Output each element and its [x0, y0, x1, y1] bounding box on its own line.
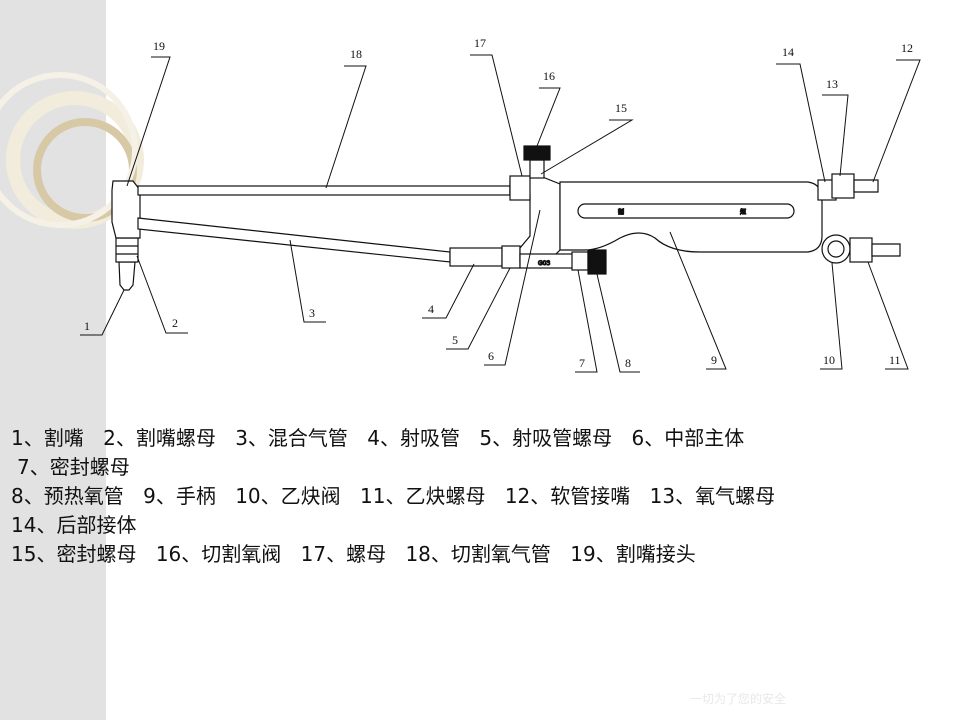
- legend-item: 6、中部主体: [631, 426, 745, 450]
- cutting-oxygen-valve-knob: [523, 145, 551, 161]
- nozzle-connector: [111, 180, 141, 239]
- callout-numbers: 19 18 17 16 15 14 13 12 1 2 3 4 5 6 7 8 …: [84, 36, 913, 370]
- callout-6: 6: [488, 349, 494, 363]
- preheat-valve-knob: [587, 249, 607, 275]
- callout-2: 2: [172, 316, 178, 330]
- watermark: 一切为了您的安全: [690, 692, 787, 706]
- legend-item: 1、割嘴: [11, 426, 84, 450]
- oxygen-nut: [831, 173, 855, 199]
- legend-item: 3、混合气管: [235, 426, 348, 450]
- callout-4: 4: [428, 302, 434, 316]
- callout-12: 12: [901, 41, 913, 55]
- legend-line-3: 8、预热氧管 9、手柄 10、乙炔阀 11、乙炔螺母 12、软管接嘴 13、氧气…: [11, 482, 788, 511]
- hose-nipple-11: [871, 243, 901, 257]
- legend-item: 10、乙炔阀: [235, 484, 341, 508]
- legend-item: 2、割嘴螺母: [103, 426, 216, 450]
- legend-item: 4、射吸管: [367, 426, 461, 450]
- callout-13: 13: [826, 77, 838, 91]
- callout-14: 14: [782, 45, 794, 59]
- decorative-rings: [0, 72, 144, 229]
- legend-item: 18、切割氧气管: [405, 542, 551, 566]
- cutting-oxygen-valve-stem: [529, 159, 545, 179]
- legend-item: 9、手柄: [143, 484, 216, 508]
- injector-nut: [501, 245, 521, 269]
- nozzle-tip: [118, 261, 136, 291]
- cutting-oxygen-pipe: [137, 185, 511, 196]
- callout-10: 10: [823, 353, 835, 367]
- legend-item: 19、割嘴接头: [570, 542, 696, 566]
- handle-slot: [577, 203, 795, 219]
- callout-19: 19: [153, 39, 165, 53]
- handle-mark-1: 割: [618, 208, 624, 216]
- legend-item: 12、软管接嘴: [504, 484, 631, 508]
- tube-label: G03: [538, 260, 550, 267]
- hose-nipple-12: [853, 179, 879, 193]
- legend-item: 16、切割氧阀: [155, 542, 282, 566]
- leader-lines: [80, 54, 921, 373]
- nut-17: [509, 175, 531, 201]
- callout-7: 7: [579, 356, 585, 370]
- legend-line-1: 1、割嘴 2、割嘴螺母 3、混合气管 4、射吸管 5、射吸管螺母 6、中部主体: [11, 424, 788, 453]
- callout-11: 11: [889, 353, 901, 367]
- parts-legend: 1、割嘴 2、割嘴螺母 3、混合气管 4、射吸管 5、射吸管螺母 6、中部主体 …: [11, 424, 788, 569]
- mixing-pipe: [137, 217, 451, 263]
- legend-item: 17、螺母: [300, 542, 387, 566]
- handle-mark-2: 炬: [740, 208, 746, 216]
- legend-item: 15、密封螺母: [11, 542, 137, 566]
- legend-item: 11、乙炔螺母: [360, 484, 486, 508]
- sealing-nut-7: [571, 251, 589, 271]
- legend-item: 13、氧气螺母: [649, 484, 776, 508]
- slide-area: [106, 0, 960, 720]
- legend-item: 14、后部接体: [11, 513, 137, 537]
- acetylene-nut: [849, 237, 873, 263]
- callout-18: 18: [350, 47, 362, 61]
- legend-item: 5、射吸管螺母: [479, 426, 613, 450]
- callout-16: 16: [543, 69, 555, 83]
- legend-line-2: 7、密封螺母: [11, 453, 788, 482]
- legend-line-4: 14、后部接体: [11, 511, 788, 540]
- callout-3: 3: [309, 306, 315, 320]
- nozzle-nut: [115, 237, 139, 263]
- callout-17: 17: [474, 36, 486, 50]
- legend-item: 8、预热氧管: [11, 484, 124, 508]
- callout-1: 1: [84, 319, 90, 333]
- callout-15: 15: [615, 101, 627, 115]
- callout-5: 5: [452, 333, 458, 347]
- callout-8: 8: [625, 356, 631, 370]
- injector-pipe: [449, 247, 503, 267]
- callout-9: 9: [711, 353, 717, 367]
- legend-line-5: 15、密封螺母 16、切割氧阀 17、螺母 18、切割氧气管 19、割嘴接头: [11, 540, 788, 569]
- legend-item: 7、密封螺母: [17, 455, 130, 479]
